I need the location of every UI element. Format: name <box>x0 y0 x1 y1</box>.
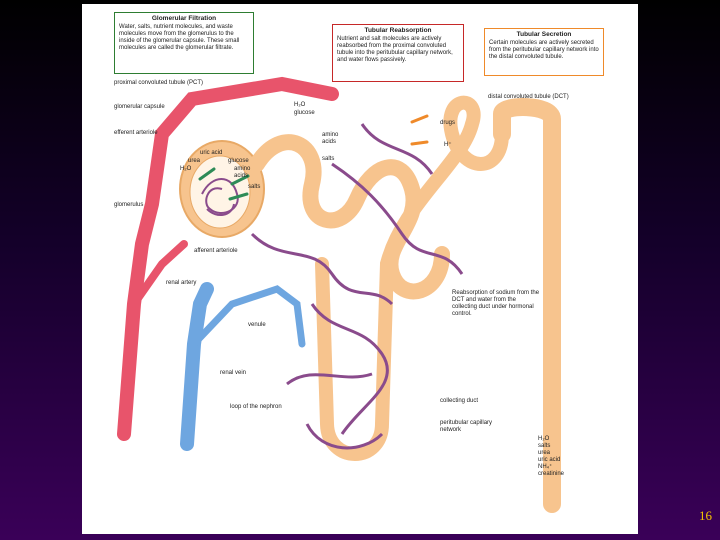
urine-composition: H₂O salts urea uric acid NH₄⁺ creatinine <box>538 436 564 478</box>
label-renal-artery: renal artery <box>166 280 197 286</box>
tubular-secretion-title: Tubular Secretion <box>516 31 572 38</box>
collecting-duct <box>493 98 561 513</box>
proximal-convoluted-tubule <box>249 134 450 300</box>
label-glucose-top: glucose <box>294 110 315 116</box>
urine-item: H₂O <box>538 436 550 442</box>
transport-arrows <box>198 114 429 201</box>
label-hplus: H⁺ <box>444 142 452 148</box>
label-uric-acid: uric acid <box>200 150 223 156</box>
urine-item: urea <box>538 450 551 456</box>
nephron-figure: Glomerular Filtration Water, salts, nutr… <box>82 4 638 534</box>
loop-of-nephron <box>315 257 394 461</box>
label-glomerulus: glomerulus <box>114 202 144 208</box>
tubular-secretion-box: Tubular Secretion Certain molecules are … <box>484 28 604 76</box>
venule <box>190 285 306 348</box>
label-pct: proximal convoluted tubule (PCT) <box>114 80 204 86</box>
urine-item: uric acid <box>538 457 561 463</box>
label-efferent-arteriole: efferent arteriole <box>114 130 158 136</box>
glomerulus <box>201 178 239 216</box>
glomerular-filtration-text: Water, salts, nutrient molecules, and wa… <box>119 24 240 51</box>
tubular-reabsorption-title: Tubular Reabsorption <box>364 27 432 34</box>
glomerular-filtration-title: Glomerular Filtration <box>151 15 217 22</box>
tubular-secretion-text: Certain molecules are actively secreted … <box>489 40 599 60</box>
label-dct: distal convoluted tubule (DCT) <box>488 94 569 100</box>
tubular-reabsorption-text: Nutrient and salt molecules are actively… <box>337 36 453 63</box>
label-h2o-top: H₂O <box>294 102 306 108</box>
renal-artery <box>117 76 339 441</box>
peritubular-capillary-network <box>250 123 464 450</box>
urine-item: NH₄⁺ <box>538 464 553 470</box>
distal-convoluted-tubule <box>380 95 509 271</box>
label-salts-top: salts <box>322 156 335 162</box>
label-urea: urea <box>188 158 201 164</box>
label-loop-of-nephron: loop of the nephron <box>230 404 282 410</box>
label-renal-vein: renal vein <box>220 370 247 376</box>
label-amino-acids-top: amino acids <box>322 132 339 145</box>
label-h2o-inner: H₂O <box>180 166 192 172</box>
label-afferent-arteriole: afferent arteriole <box>194 248 238 254</box>
sodium-reabsorption-note: Reabsorption of sodium from the DCT and … <box>452 290 540 317</box>
urine-item: salts <box>538 443 551 449</box>
label-amino-acids-inner: amino acids <box>234 166 251 179</box>
urine-item: creatinine <box>538 471 565 477</box>
label-collecting-duct: collecting duct <box>440 398 479 404</box>
artery-branch <box>130 240 188 308</box>
label-glucose-inner: glucose <box>228 158 249 164</box>
tubular-reabsorption-box: Tubular Reabsorption Nutrient and salt m… <box>332 24 464 82</box>
slide-number: 16 <box>699 508 712 523</box>
glomerular-filtration-box: Glomerular Filtration Water, salts, nutr… <box>114 12 254 74</box>
label-glomerular-capsule: glomerular capsule <box>114 104 165 110</box>
label-peritubular-network: peritubular capillary network <box>440 420 493 433</box>
nephron-illustration <box>117 76 561 513</box>
label-venule: venule <box>248 322 266 328</box>
label-drugs: drugs <box>440 120 456 126</box>
label-salts-inner: salts <box>248 184 261 190</box>
renal-vein <box>180 282 214 451</box>
